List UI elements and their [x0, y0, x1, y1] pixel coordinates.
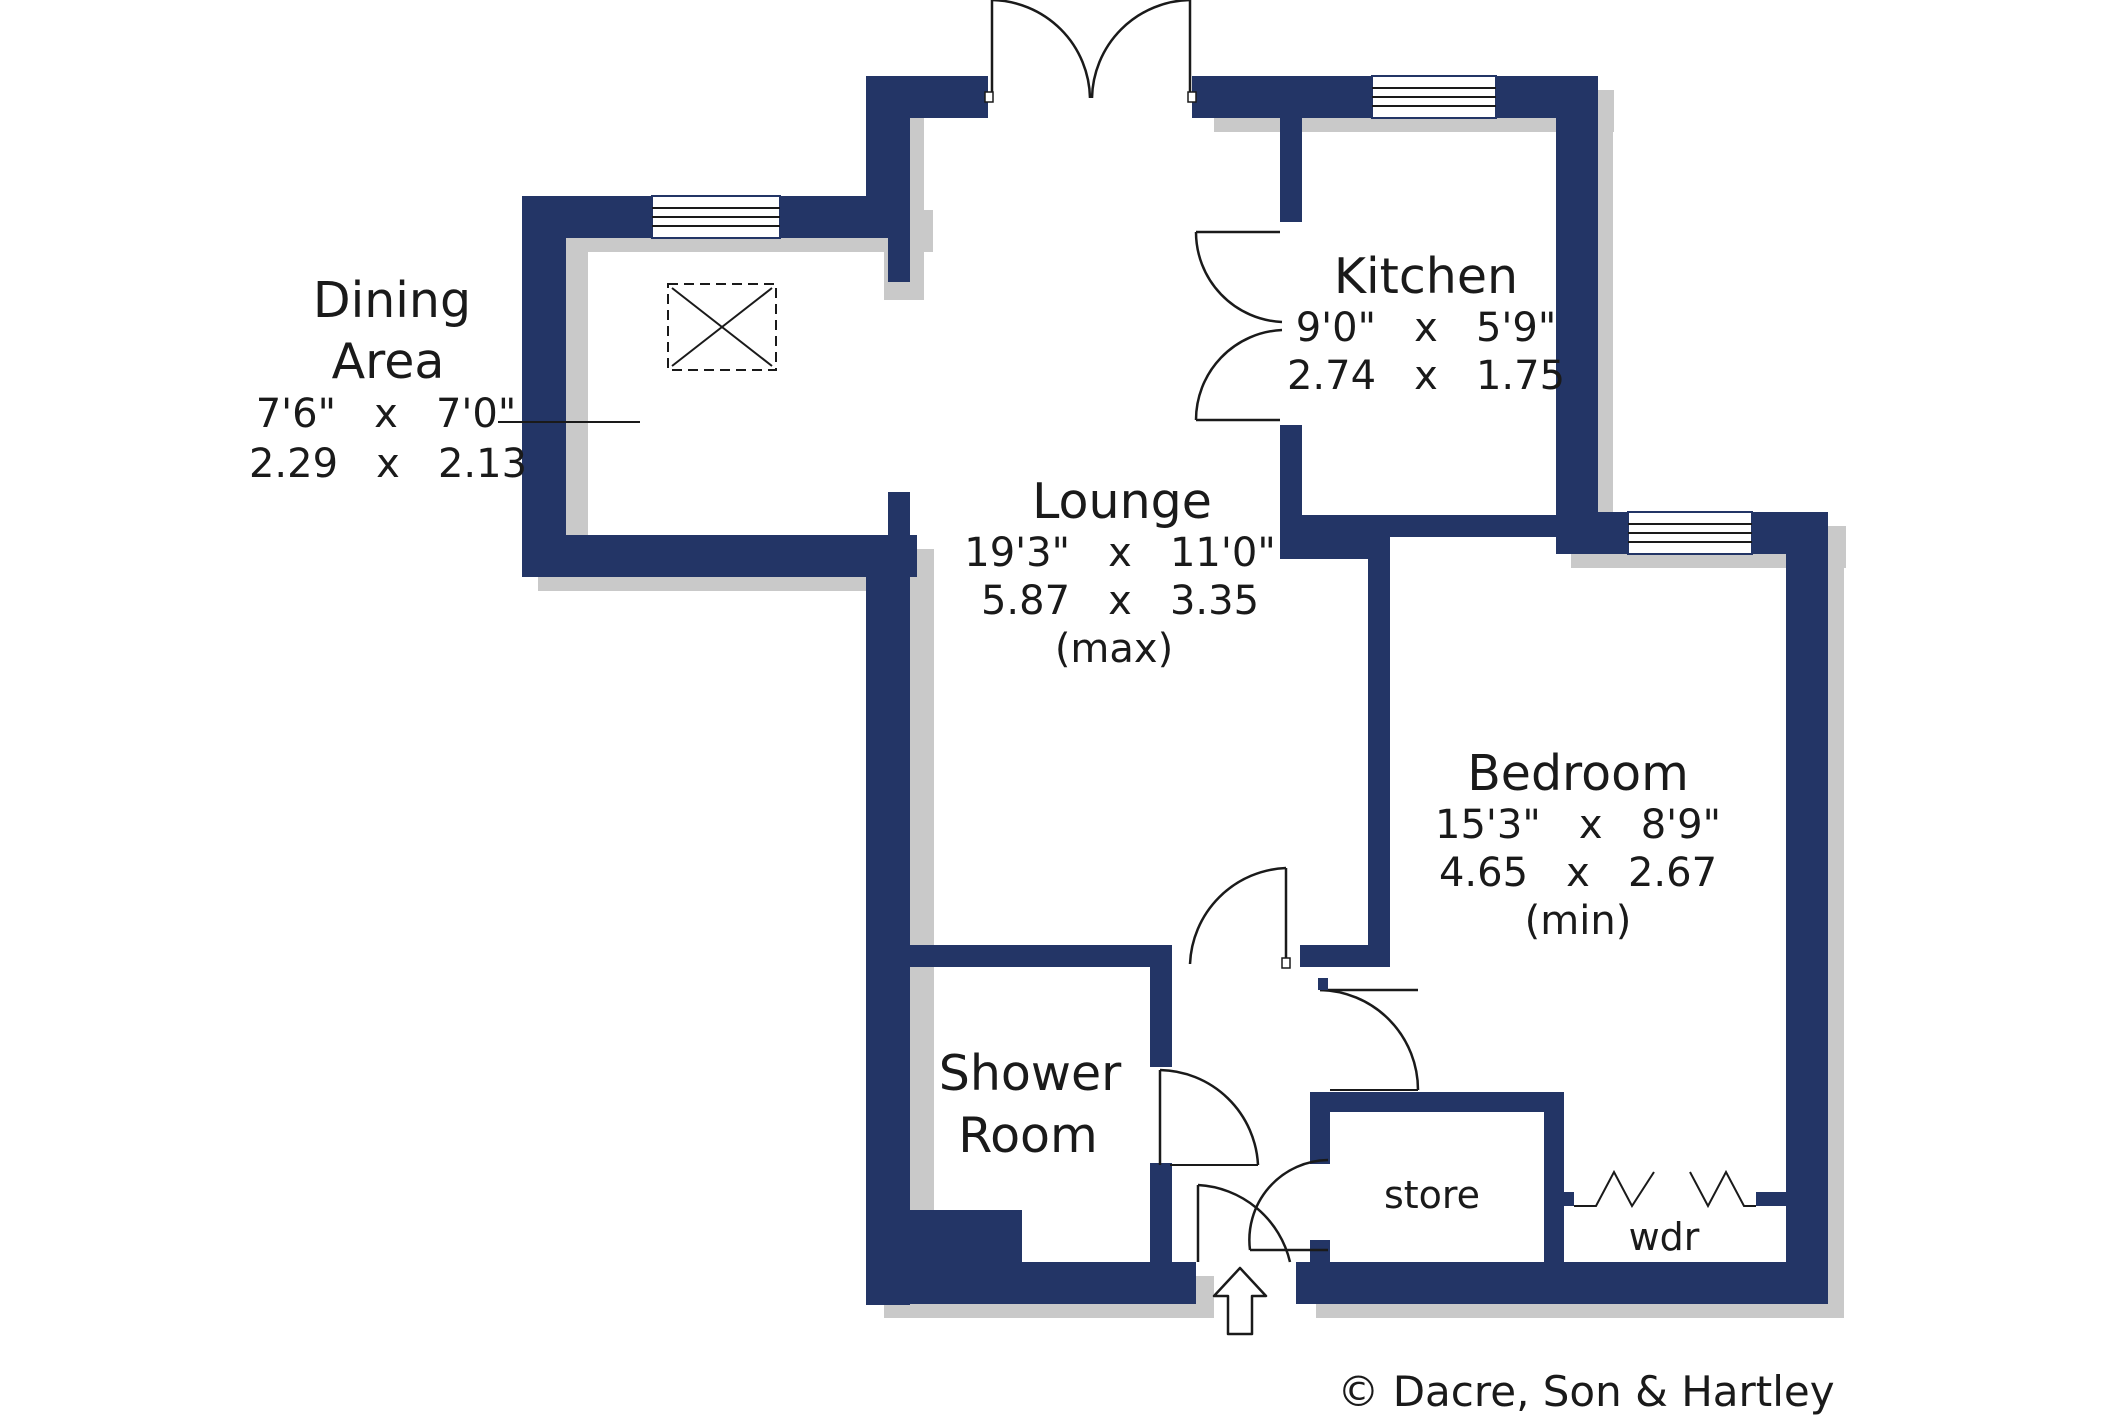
french-doors [984, 0, 1197, 103]
lounge-note: (max) [1055, 626, 1173, 672]
kitchen-partition-top [1280, 118, 1302, 222]
dining-title-line1: Dining [313, 272, 471, 329]
dining-window [651, 195, 781, 239]
dining-dim-metric: 2.29 x 2.13 [249, 441, 527, 487]
kitchen-wall-bottom-joint [1280, 537, 1390, 559]
kitchen-wall-bottom [1280, 515, 1598, 537]
kitchen-partition-bottom [1280, 425, 1302, 537]
store-wall-left-top [1310, 1092, 1330, 1164]
store-door [1248, 1158, 1329, 1252]
lounge-bedroom-partition-foot [1300, 945, 1390, 967]
kitchen-wall-right [1556, 76, 1598, 536]
copyright-notice: © Dacre, Son & Hartley [1337, 1367, 1834, 1416]
bottom-wall-left [866, 1262, 1196, 1304]
bedroom-wall-right [1786, 512, 1828, 1304]
store-wall-right [1544, 1092, 1564, 1264]
shower-tray [910, 1210, 1022, 1264]
dining-return-bottom [888, 492, 910, 537]
lounge-dim-metric: 5.87 x 3.35 [981, 578, 1259, 624]
dining-title-line2: Area [332, 333, 445, 390]
store-wall-left-bottom [1310, 1240, 1330, 1264]
shower-title-line1: Shower [939, 1045, 1122, 1102]
shower-wall-right-top [1150, 967, 1172, 1067]
store-title: store [1384, 1173, 1480, 1217]
dining-wall-top-left [522, 196, 652, 238]
bottom-wall-right [1296, 1262, 1828, 1304]
bedroom-dim-metric: 4.65 x 2.67 [1439, 850, 1717, 896]
shower-wall-top [910, 945, 1172, 967]
loft-hatch-icon [667, 283, 777, 371]
lounge-bedroom-partition [1368, 537, 1390, 967]
shower-door [1158, 1068, 1260, 1166]
kitchen-window [1371, 75, 1497, 119]
shower-title-line2: Room [958, 1107, 1098, 1164]
windows [651, 75, 1753, 555]
wardrobe-stub [1544, 1192, 1574, 1206]
shower-wall-right-bottom [1150, 1163, 1172, 1263]
doors [984, 0, 1420, 1263]
dining-wall-left [522, 196, 566, 576]
dining-return-top [888, 238, 910, 282]
wardrobe-bifold-doors [1574, 1169, 1756, 1209]
kitchen-title: Kitchen [1334, 248, 1518, 305]
lounge-title: Lounge [1032, 473, 1212, 530]
lounge-wall-left [866, 535, 910, 1305]
wardrobe-stub-right [1756, 1192, 1788, 1206]
bedroom-wall-top-left [1556, 512, 1628, 554]
dining-dim-imperial: 7'6" x 7'0" [256, 391, 517, 437]
kitchen-dim-imperial: 9'0" x 5'9" [1296, 305, 1557, 351]
bedroom-door [1318, 978, 1420, 1091]
up-arrow-icon [1212, 1266, 1268, 1336]
bedroom-title: Bedroom [1467, 745, 1689, 802]
bedroom-dim-imperial: 15'3" x 8'9" [1435, 802, 1721, 848]
bedroom-note: (min) [1525, 898, 1632, 944]
wardrobe-title: wdr [1629, 1215, 1700, 1259]
room-labels: Dining Area 7'6" x 7'0" 2.29 x 2.13 Kitc… [249, 248, 1721, 1259]
kitchen-dim-metric: 2.74 x 1.75 [1287, 353, 1565, 399]
lounge-wall-top-right-h [1192, 76, 1372, 118]
wall-shadows [538, 90, 1846, 1318]
lounge-wall-top-left-h [866, 76, 988, 118]
walls [522, 76, 1828, 1305]
bedroom-window [1627, 511, 1753, 555]
store-wall-top [1310, 1092, 1564, 1112]
dining-wall-bottom [522, 535, 917, 577]
lounge-dim-imperial: 19'3" x 11'0" [964, 530, 1275, 576]
lounge-hall-door [1188, 866, 1291, 969]
kitchen-doors [1194, 230, 1283, 422]
